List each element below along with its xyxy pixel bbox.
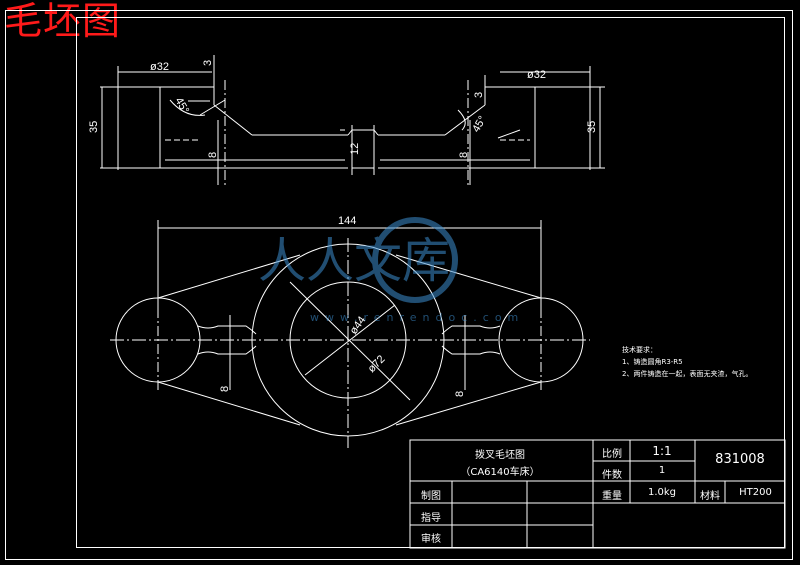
watermark-text: 人人文库 — [258, 233, 450, 289]
technical-notes: 技术要求： 1、铸造圆角R3-R5 2、两件铸造在一起，表面无夹渣，气孔。 — [622, 344, 752, 380]
tb-guide-label: 指导 — [421, 513, 441, 524]
top-profile-view — [100, 55, 605, 185]
title-block-lines — [409, 439, 786, 549]
dim-length-144: 144 — [338, 215, 356, 227]
tb-weight-value: 1.0kg — [647, 487, 677, 498]
notes-line-1: 1、铸造圆角R3-R5 — [622, 358, 683, 366]
tb-review-label: 审核 — [421, 534, 441, 545]
tb-machine: （CA6140车床） — [460, 467, 540, 478]
dim-top-right-3: 3 — [473, 92, 485, 98]
dim-top-left-8: 8 — [207, 152, 219, 158]
dim-top-left-3: 3 — [202, 60, 214, 66]
dim-outer-diameter: ø72 — [366, 353, 388, 375]
plan-view — [110, 220, 590, 448]
dim-top-left-angle: 45° — [172, 96, 191, 116]
tb-material-value: HT200 — [739, 487, 772, 498]
drawing-outer-border — [5, 10, 793, 560]
notes-line-2: 2、两件铸造在一起，表面无夹渣，气孔。 — [622, 370, 753, 378]
page-title: 毛坯图 — [4, 0, 122, 43]
tb-scale-label: 比例 — [602, 449, 622, 460]
dim-top-center-12: 12 — [349, 143, 361, 155]
dim-top-right-diameter: ø32 — [527, 69, 546, 81]
tb-drawn-label: 制图 — [421, 491, 441, 502]
tb-material-label: 材料 — [700, 491, 720, 502]
tb-drawing-number: 831008 — [715, 452, 765, 467]
tb-weight-label: 重量 — [602, 491, 622, 502]
dim-top-right-8: 8 — [458, 152, 470, 158]
tb-scale-value: 1:1 — [652, 444, 672, 458]
dim-top-right-angle: 45° — [470, 114, 489, 134]
notes-title: 技术要求： — [622, 346, 657, 354]
dim-top-left-height: 35 — [88, 121, 100, 133]
watermark-logo: 人人文库 www.renrendoc.com — [258, 217, 524, 324]
dim-bottom-left-8: 8 — [219, 386, 231, 392]
dim-bottom-right-8: 8 — [454, 391, 466, 397]
dim-top-left-diameter: ø32 — [150, 61, 169, 73]
tb-part-name: 拨叉毛坯图 — [475, 450, 525, 461]
tb-qty-label: 件数 — [602, 470, 622, 481]
tb-qty-value: 1 — [658, 465, 666, 476]
watermark-url: www.renrendoc.com — [310, 311, 524, 324]
dim-top-right-height: 35 — [586, 121, 598, 133]
